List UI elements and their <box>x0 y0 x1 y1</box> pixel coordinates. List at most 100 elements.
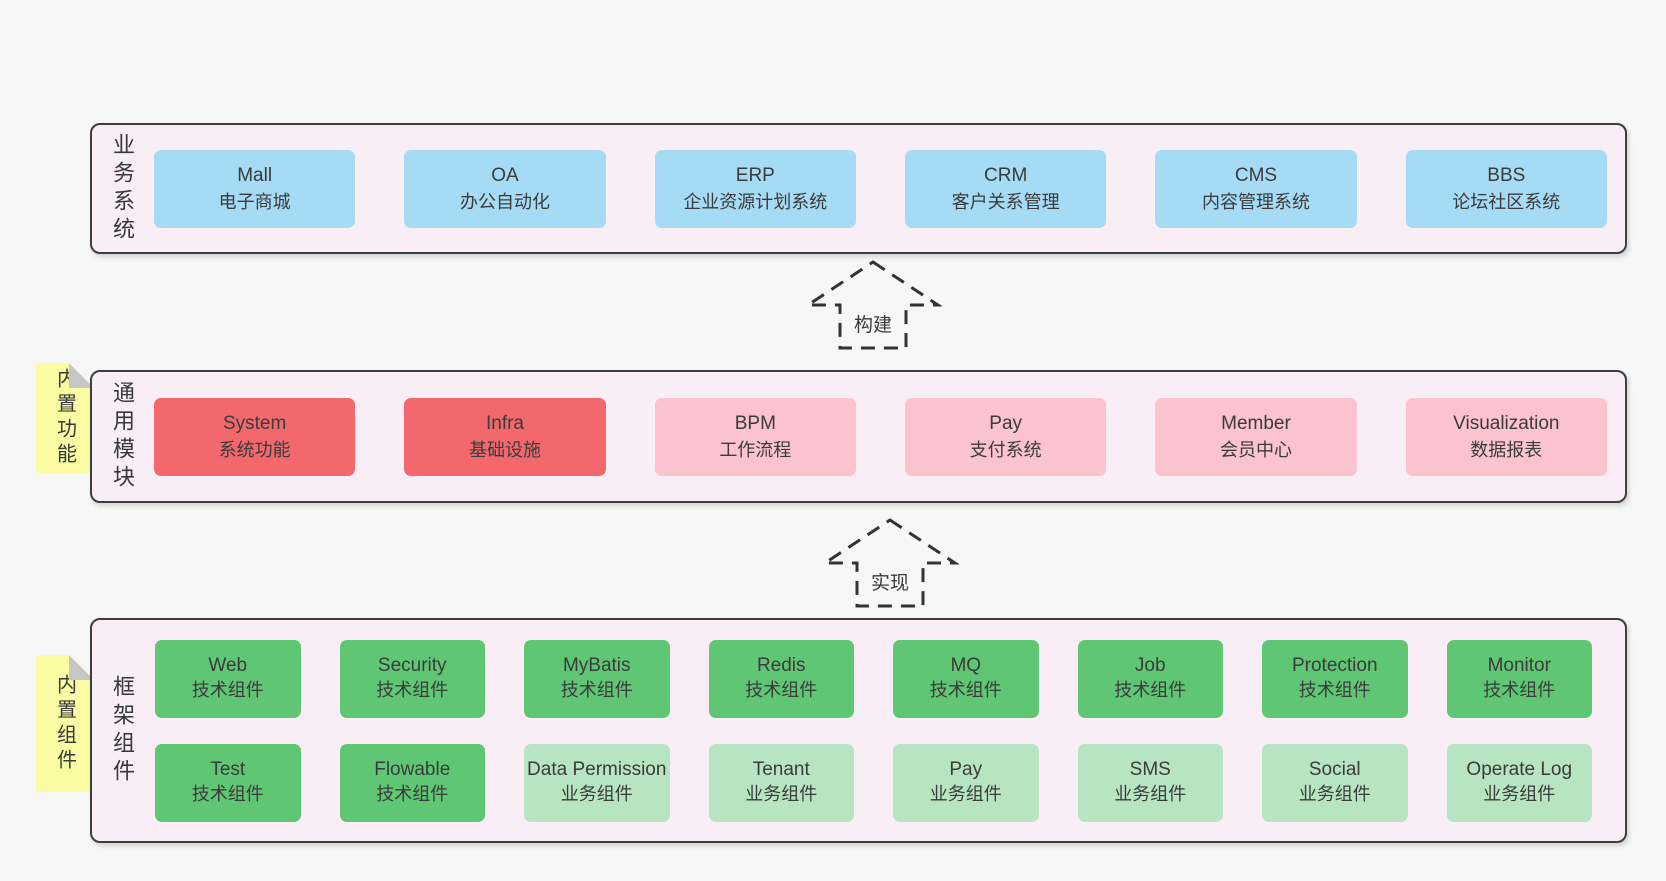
box-job: Job 技术组件 <box>1077 639 1223 718</box>
box-desc: 技术组件 <box>376 680 449 701</box>
box-protection: Protection 技术组件 <box>1262 639 1408 718</box>
components-row-2: Test 技术组件 Flowable 技术组件 Data Permission … <box>155 743 1592 822</box>
box-oa: OA 办公自动化 <box>404 149 606 228</box>
box-name: Test <box>210 759 246 781</box>
box-mq: MQ 技术组件 <box>893 639 1039 718</box>
implement-arrow-label: 实现 <box>867 568 913 595</box>
box-desc: 业务组件 <box>1298 784 1371 805</box>
box-flowable: Flowable 技术组件 <box>339 743 485 822</box>
box-desc: 内容管理系统 <box>1201 192 1310 213</box>
box-operate-log: Operate Log 业务组件 <box>1446 743 1592 822</box>
box-pay: Pay 支付系统 <box>904 397 1107 476</box>
box-name: Pay <box>949 759 983 781</box>
box-name: MyBatis <box>562 655 631 677</box>
box-name: BPM <box>734 412 776 434</box>
box-name: Data Permission <box>527 759 667 781</box>
box-name: System <box>222 412 287 434</box>
box-tenant: Tenant 业务组件 <box>708 743 854 822</box>
box-desc: 技术组件 <box>929 680 1002 701</box>
box-name: SMS <box>1129 759 1171 781</box>
panel-common-modules: 通用模块 System 系统功能 Infra 基础设施 BPM 工作流程 Pay… <box>90 370 1627 503</box>
box-desc: 企业资源计划系统 <box>683 192 828 213</box>
up-arrow-dashed-icon <box>804 260 942 350</box>
panel-framework-components: 框架组件 Web 技术组件 Security 技术组件 MyBatis 技术组件… <box>90 618 1627 843</box>
box-system: System 系统功能 <box>154 397 356 476</box>
box-name: CRM <box>984 164 1028 186</box>
box-name: Security <box>377 655 447 677</box>
box-desc: 论坛社区系统 <box>1452 192 1561 213</box>
panel-label-components: 框架组件 <box>110 674 135 787</box>
box-desc: 客户关系管理 <box>951 192 1060 213</box>
box-desc: 技术组件 <box>191 784 264 805</box>
box-web: Web 技术组件 <box>155 639 301 718</box>
box-mybatis: MyBatis 技术组件 <box>524 639 670 718</box>
box-pay-biz: Pay 业务组件 <box>893 743 1039 822</box>
box-name: ERP <box>735 164 775 186</box>
box-desc: 技术组件 <box>191 680 264 701</box>
box-crm: CRM 客户关系管理 <box>904 149 1107 228</box>
box-social: Social 业务组件 <box>1262 743 1408 822</box>
box-desc: 基础设施 <box>468 440 541 461</box>
modules-box-row: System 系统功能 Infra 基础设施 BPM 工作流程 Pay 支付系统… <box>154 372 1607 501</box>
sticky-note-text: 内置功能 <box>53 368 76 468</box>
box-desc: 办公自动化 <box>459 192 550 213</box>
implement-arrow: 实现 <box>821 516 959 610</box>
up-arrow-dashed-icon <box>821 518 959 608</box>
box-name: Web <box>208 655 248 677</box>
box-name: Member <box>1221 412 1291 434</box>
box-desc: 数据报表 <box>1470 440 1543 461</box>
box-erp: ERP 企业资源计划系统 <box>654 149 856 228</box>
components-row-1: Web 技术组件 Security 技术组件 MyBatis 技术组件 Redi… <box>155 639 1592 718</box>
box-name: Mall <box>237 164 273 186</box>
box-name: Social <box>1308 759 1361 781</box>
box-visualization: Visualization 数据报表 <box>1405 397 1607 476</box>
build-arrow-label: 构建 <box>850 310 896 337</box>
box-security: Security 技术组件 <box>339 639 485 718</box>
sticky-note-text: 内置组件 <box>53 673 76 774</box>
box-name: Job <box>1134 655 1166 677</box>
box-desc: 会员中心 <box>1219 440 1292 461</box>
build-arrow: 构建 <box>804 258 942 352</box>
box-desc: 业务组件 <box>745 784 818 805</box>
panel-label-modules: 通用模块 <box>110 380 135 493</box>
box-test: Test 技术组件 <box>155 743 301 822</box>
box-desc: 技术组件 <box>1298 680 1371 701</box>
box-desc: 技术组件 <box>745 680 818 701</box>
box-monitor: Monitor 技术组件 <box>1446 639 1592 718</box>
box-name: Flowable <box>374 759 451 781</box>
box-desc: 业务组件 <box>1483 784 1556 805</box>
box-desc: 技术组件 <box>560 680 633 701</box>
box-desc: 电子商城 <box>218 192 291 213</box>
box-name: Redis <box>756 655 806 677</box>
panel-label-business: 业务系统 <box>110 132 135 245</box>
box-desc: 系统功能 <box>218 440 291 461</box>
box-name: Infra <box>485 412 524 434</box>
box-cms: CMS 内容管理系统 <box>1155 149 1357 228</box>
box-desc: 技术组件 <box>1483 680 1556 701</box>
box-desc: 技术组件 <box>376 784 449 805</box>
box-name: Visualization <box>1453 412 1560 434</box>
box-name: Protection <box>1291 655 1378 677</box>
box-name: Operate Log <box>1466 759 1573 781</box>
components-box-rows: Web 技术组件 Security 技术组件 MyBatis 技术组件 Redi… <box>155 620 1592 841</box>
box-name: BBS <box>1487 164 1526 186</box>
box-desc: 业务组件 <box>929 784 1002 805</box>
box-bbs: BBS 论坛社区系统 <box>1405 149 1607 228</box>
box-name: CMS <box>1234 164 1278 186</box>
box-name: Pay <box>989 412 1023 434</box>
box-desc: 业务组件 <box>560 784 633 805</box>
box-name: Monitor <box>1487 655 1551 677</box>
box-desc: 业务组件 <box>1114 784 1187 805</box>
box-desc: 技术组件 <box>1114 680 1187 701</box>
box-mall: Mall 电子商城 <box>154 149 356 228</box>
sticky-note-built-in-components: 内置组件 <box>36 655 94 792</box>
box-desc: 工作流程 <box>719 440 792 461</box>
box-bpm: BPM 工作流程 <box>654 397 856 476</box>
box-name: MQ <box>950 655 982 677</box>
panel-business-systems: 业务系统 Mall 电子商城 OA 办公自动化 ERP 企业资源计划系统 CRM… <box>90 123 1627 254</box>
box-redis: Redis 技术组件 <box>708 639 854 718</box>
box-infra: Infra 基础设施 <box>404 397 606 476</box>
box-name: Tenant <box>752 759 810 781</box>
business-box-row: Mall 电子商城 OA 办公自动化 ERP 企业资源计划系统 CRM 客户关系… <box>154 125 1607 252</box>
